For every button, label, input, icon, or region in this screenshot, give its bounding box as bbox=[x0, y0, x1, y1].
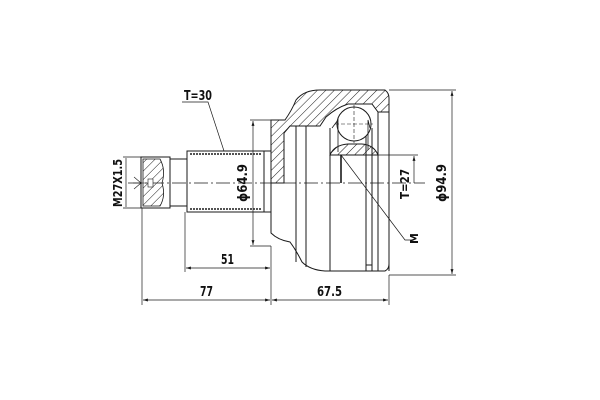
dim-lengths bbox=[141, 208, 390, 305]
dim-outer-diameter bbox=[389, 89, 456, 276]
splined-shaft bbox=[186, 150, 271, 213]
threaded-end bbox=[133, 156, 171, 209]
label-bell-length: 67.5 bbox=[317, 285, 342, 300]
label-spline-teeth: T=30 bbox=[184, 89, 212, 104]
bell-housing bbox=[270, 89, 390, 272]
spline-leader bbox=[182, 101, 225, 152]
dim-inner-teeth bbox=[341, 154, 418, 183]
dim-shaft-diameter bbox=[250, 119, 271, 247]
label-inner-teeth: T=27 bbox=[398, 169, 412, 199]
abs-leader bbox=[340, 154, 412, 241]
label-thread-spec: M27X1.5 bbox=[111, 159, 125, 207]
shaft-neck bbox=[169, 158, 188, 207]
label-shaft-diameter: ϕ64.9 bbox=[236, 164, 251, 202]
label-outer-diameter: ϕ94.9 bbox=[435, 164, 450, 202]
label-abs-marker: M bbox=[408, 233, 421, 244]
label-spline-length: 51 bbox=[221, 253, 234, 268]
label-shaft-length: 77 bbox=[200, 285, 213, 300]
dim-thread bbox=[123, 156, 141, 209]
